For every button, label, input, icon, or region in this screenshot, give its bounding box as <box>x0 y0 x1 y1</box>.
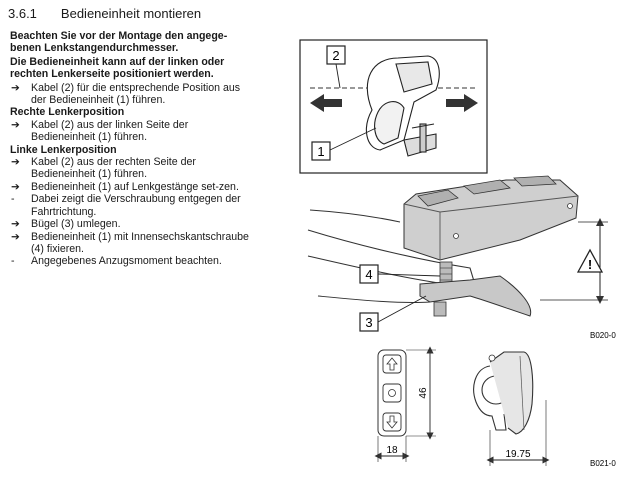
step-text: Bügel (3) umlegen. <box>31 218 121 231</box>
right-arrow-icon <box>446 94 478 112</box>
right-position-title: Rechte Lenkerposition <box>10 106 125 119</box>
warning-symbol: ! <box>588 257 592 272</box>
list-item: ➔ Kabel (2) für die entsprechende Positi… <box>10 82 250 107</box>
list-item: ➔ Kabel (2) aus der linken Seite der Bed… <box>10 119 250 144</box>
intro-note-2: Die Bedieneinheit kann auf der linken od… <box>10 55 225 81</box>
button-center <box>382 383 402 403</box>
side-view <box>473 365 507 431</box>
mounted-unit-figure: ! 4 3 B020-0 <box>307 175 616 340</box>
step-text: Bedieneinheit (1) mit Innensechskantschr… <box>31 230 249 255</box>
up-arrow-icon <box>386 357 398 371</box>
button-up <box>382 354 402 374</box>
clamp <box>419 275 532 317</box>
unit-button-1 <box>417 189 459 207</box>
callout-box-1 <box>311 141 331 161</box>
section-number: 3.6.1 <box>8 6 37 21</box>
bullet-arrow-icon: ➔ <box>11 218 20 231</box>
circle-icon <box>388 389 396 397</box>
left-position-title: Linke Lenkerposition <box>10 143 117 156</box>
section-heading: 3.6.1 Bedieneinheit montieren <box>8 6 201 21</box>
left-arrow-icon <box>310 94 342 112</box>
callout-label-1: 1 <box>317 144 324 159</box>
warning-icon <box>576 248 604 273</box>
list-item: ➔ Bedieneinheit (1) auf Lenkgestänge set… <box>10 181 250 193</box>
dimension-figure: 46 18 19.75 B021-0 <box>374 346 616 468</box>
section-title: Bedieneinheit montieren <box>60 6 202 21</box>
dim-19-75-label: 19.75 <box>505 449 530 460</box>
list-item: ➔ Bügel (3) umlegen. <box>10 218 250 230</box>
dim-46-label: 46 <box>418 387 429 399</box>
instruction-text: Beachten Sie vor der Montage den angege-… <box>10 30 250 268</box>
step-text: Kabel (2) aus der rechten Seite der Bedi… <box>31 156 196 181</box>
cable-routing-figure: 2 1 <box>299 39 488 174</box>
bullet-dash: - <box>11 255 15 268</box>
step-text: Kabel (2) für die entsprechende Position… <box>31 81 241 107</box>
list-item: ➔ Kabel (2) aus der rechten Seite der Be… <box>10 156 250 181</box>
dim-18-label: 18 <box>386 445 398 456</box>
figure-code-b020: B020-0 <box>590 331 616 340</box>
callout-label-3: 3 <box>365 315 372 330</box>
bullet-arrow-icon: ➔ <box>11 230 20 243</box>
list-item: - Dabei zeigt die Verschraubung entgegen… <box>10 193 250 218</box>
bullet-arrow-icon: ➔ <box>11 118 20 131</box>
step-text: Angegebenes Anzugsmoment beachten. <box>31 255 222 268</box>
down-arrow-icon <box>386 415 398 429</box>
step-text: Kabel (2) aus der linken Seite der Bedie… <box>31 118 189 144</box>
callout-label-2: 2 <box>332 48 339 63</box>
bullet-arrow-icon: ➔ <box>11 156 20 169</box>
list-item: ➔ Bedieneinheit (1) mit Innensechskantsc… <box>10 231 250 256</box>
list-item: - Angegebenes Anzugsmoment beachten. <box>10 255 250 267</box>
unit-button-2 <box>463 179 511 195</box>
callout-label-4: 4 <box>365 267 372 282</box>
callout-box-2 <box>326 45 346 65</box>
unit-button-3 <box>513 175 557 187</box>
step-text: Dabei zeigt die Verschraubung entgegen d… <box>31 193 241 218</box>
control-unit-sketch <box>365 55 440 157</box>
button-down <box>382 412 402 432</box>
intro-note-1: Beachten Sie vor der Montage den angege-… <box>10 30 228 55</box>
bullet-arrow-icon: ➔ <box>11 180 20 193</box>
step-text: Bedieneinheit (1) auf Lenkgestänge set-z… <box>31 180 239 193</box>
bullet-arrow-icon: ➔ <box>11 81 20 94</box>
bullet-dash: - <box>11 193 15 206</box>
figure-code-b021: B021-0 <box>590 459 616 468</box>
unit-body <box>403 179 579 261</box>
